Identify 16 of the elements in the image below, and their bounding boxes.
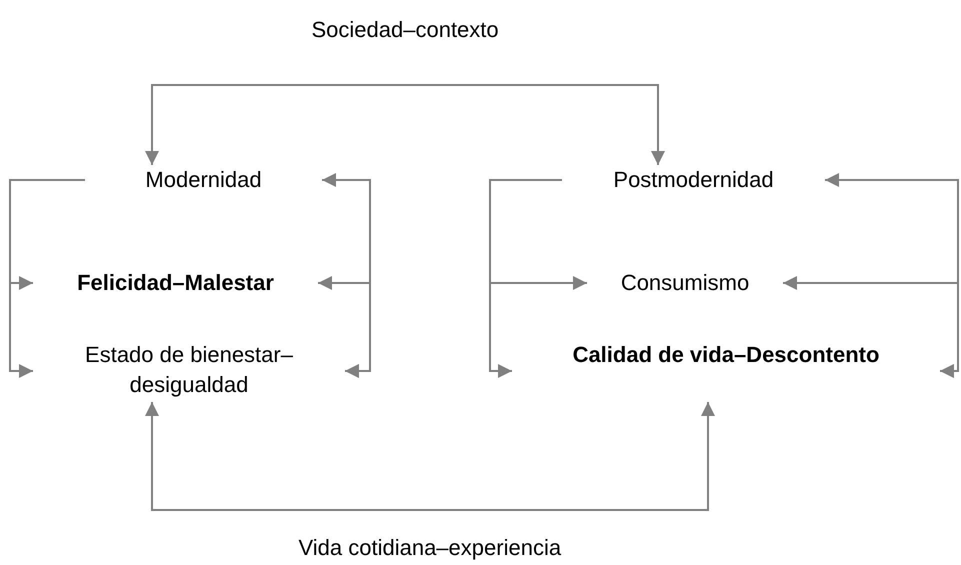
node-label: Postmodernidad — [612, 166, 775, 194]
node-label: Calidad de vida–Descontento — [572, 341, 880, 369]
arrow — [9, 179, 85, 378]
arrow — [145, 84, 405, 165]
arrow — [322, 173, 371, 378]
node-label: Modernidad — [144, 166, 263, 194]
arrow — [405, 84, 665, 165]
node-label: Felicidad–Malestar — [76, 269, 275, 297]
arrow — [145, 402, 430, 511]
node-label: Consumismo — [620, 269, 750, 297]
group-label: Vida cotidiana–experiencia — [298, 535, 562, 561]
arrow — [430, 402, 715, 511]
arrow — [783, 276, 959, 378]
node-label: Estado de bienestar– desigualdad — [84, 341, 294, 399]
arrow — [489, 179, 562, 378]
group-label: Sociedad–contexto — [312, 17, 499, 43]
